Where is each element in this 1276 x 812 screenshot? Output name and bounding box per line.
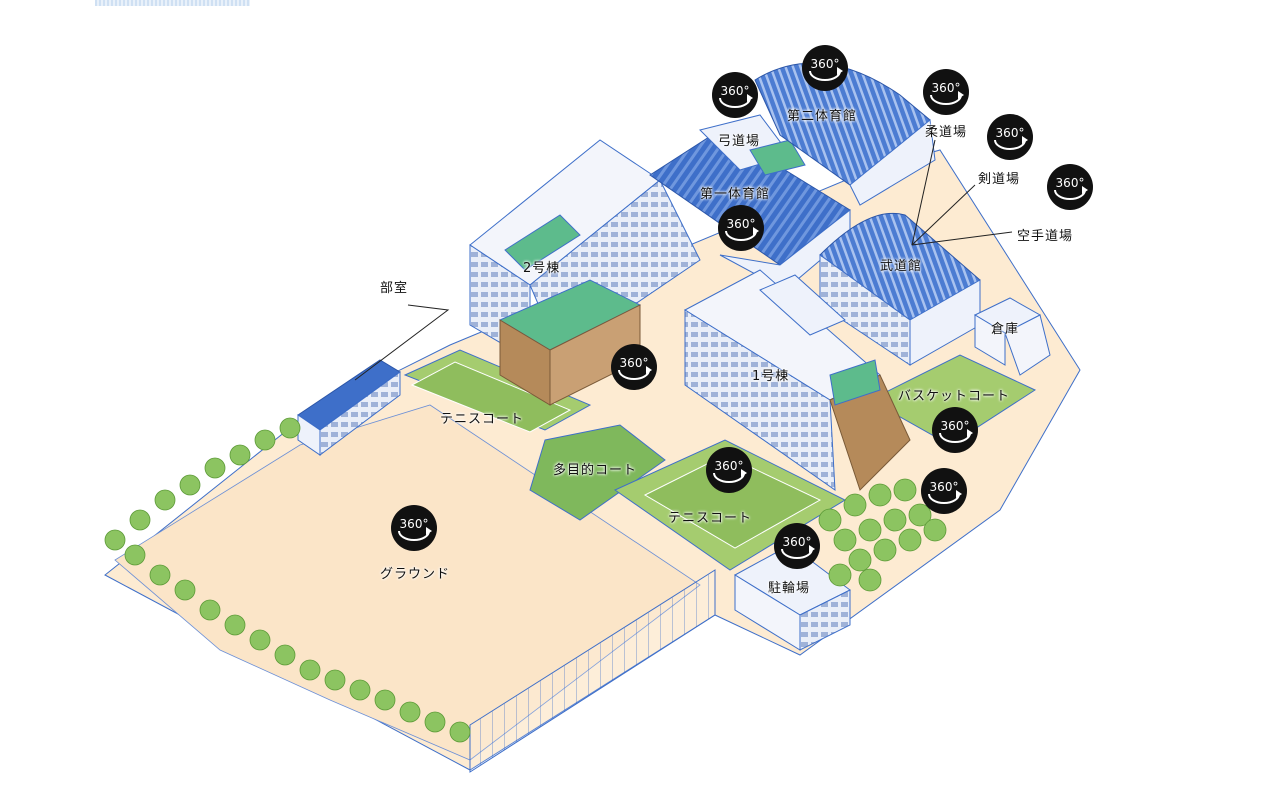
panorama-360-icon: 360° [706,447,752,493]
pin-kendojo[interactable]: 360° [986,113,1034,161]
panorama-360-icon: 360° [923,69,969,115]
pin-text: 360° [996,126,1025,140]
label-judojo: 柔道場 [925,125,968,140]
pin-basketcourt-1[interactable]: 360° [931,406,979,454]
panorama-360-icon: 360° [921,468,967,514]
label-bukatsu: 部室 [380,281,409,296]
label-tennis1: テニスコート [440,412,525,427]
trees-left-row [104,417,471,743]
panorama-360-icon: 360° [987,114,1033,160]
label-bldg2: 2号棟 [523,261,561,276]
pin-text: 360° [930,480,959,494]
pin-courtyard[interactable]: 360° [610,343,658,391]
pin-text: 360° [620,356,649,370]
pin-text: 360° [932,81,961,95]
trees-right-cluster [818,478,947,592]
ground-fence [469,569,716,773]
pin-bike[interactable]: 360° [773,522,821,570]
pin-text: 360° [783,535,812,549]
panorama-360-icon: 360° [932,407,978,453]
pin-text: 360° [941,419,970,433]
label-ground: グラウンド [380,567,451,582]
label-karatedojo: 空手道場 [1017,229,1074,244]
leader-lines [354,139,1013,381]
panorama-360-icon: 360° [391,505,437,551]
panorama-360-icon: 360° [774,523,820,569]
pin-karatedojo[interactable]: 360° [1046,163,1094,211]
label-bike: 駐輪場 [768,581,811,596]
panorama-360-icon: 360° [1047,164,1093,210]
pin-text: 360° [721,84,750,98]
label-basketcourt: バスケットコート [898,389,1011,404]
pin-text: 360° [400,517,429,531]
label-tennis2: テニスコート [668,511,753,526]
pin-ground[interactable]: 360° [390,504,438,552]
top-strip [95,0,250,6]
basket-court-area [868,354,1037,446]
pin-text: 360° [811,57,840,71]
label-kyudojo: 弓道場 [718,134,761,149]
label-bldg1: 1号棟 [752,369,790,384]
panorama-360-icon: 360° [611,344,657,390]
pin-text: 360° [727,217,756,231]
label-soko: 倉庫 [991,322,1020,337]
panorama-360-icon: 360° [802,45,848,91]
pin-basketcourt-2[interactable]: 360° [920,467,968,515]
pin-judojo[interactable]: 360° [922,68,970,116]
panorama-360-icon: 360° [712,72,758,118]
pin-gym1[interactable]: 360° [717,204,765,252]
label-budokan: 武道館 [880,259,923,274]
label-kendojo: 剣道場 [978,172,1021,187]
pin-gym2[interactable]: 360° [801,44,849,92]
label-multicourt: 多目的コート [553,463,638,478]
panorama-360-icon: 360° [718,205,764,251]
pin-kyudojo[interactable]: 360° [711,71,759,119]
pin-text: 360° [715,459,744,473]
pin-text: 360° [1056,176,1085,190]
label-gym1: 第一体育館 [700,187,771,202]
label-gym2: 第二体育館 [787,109,858,124]
pin-tennis2[interactable]: 360° [705,446,753,494]
